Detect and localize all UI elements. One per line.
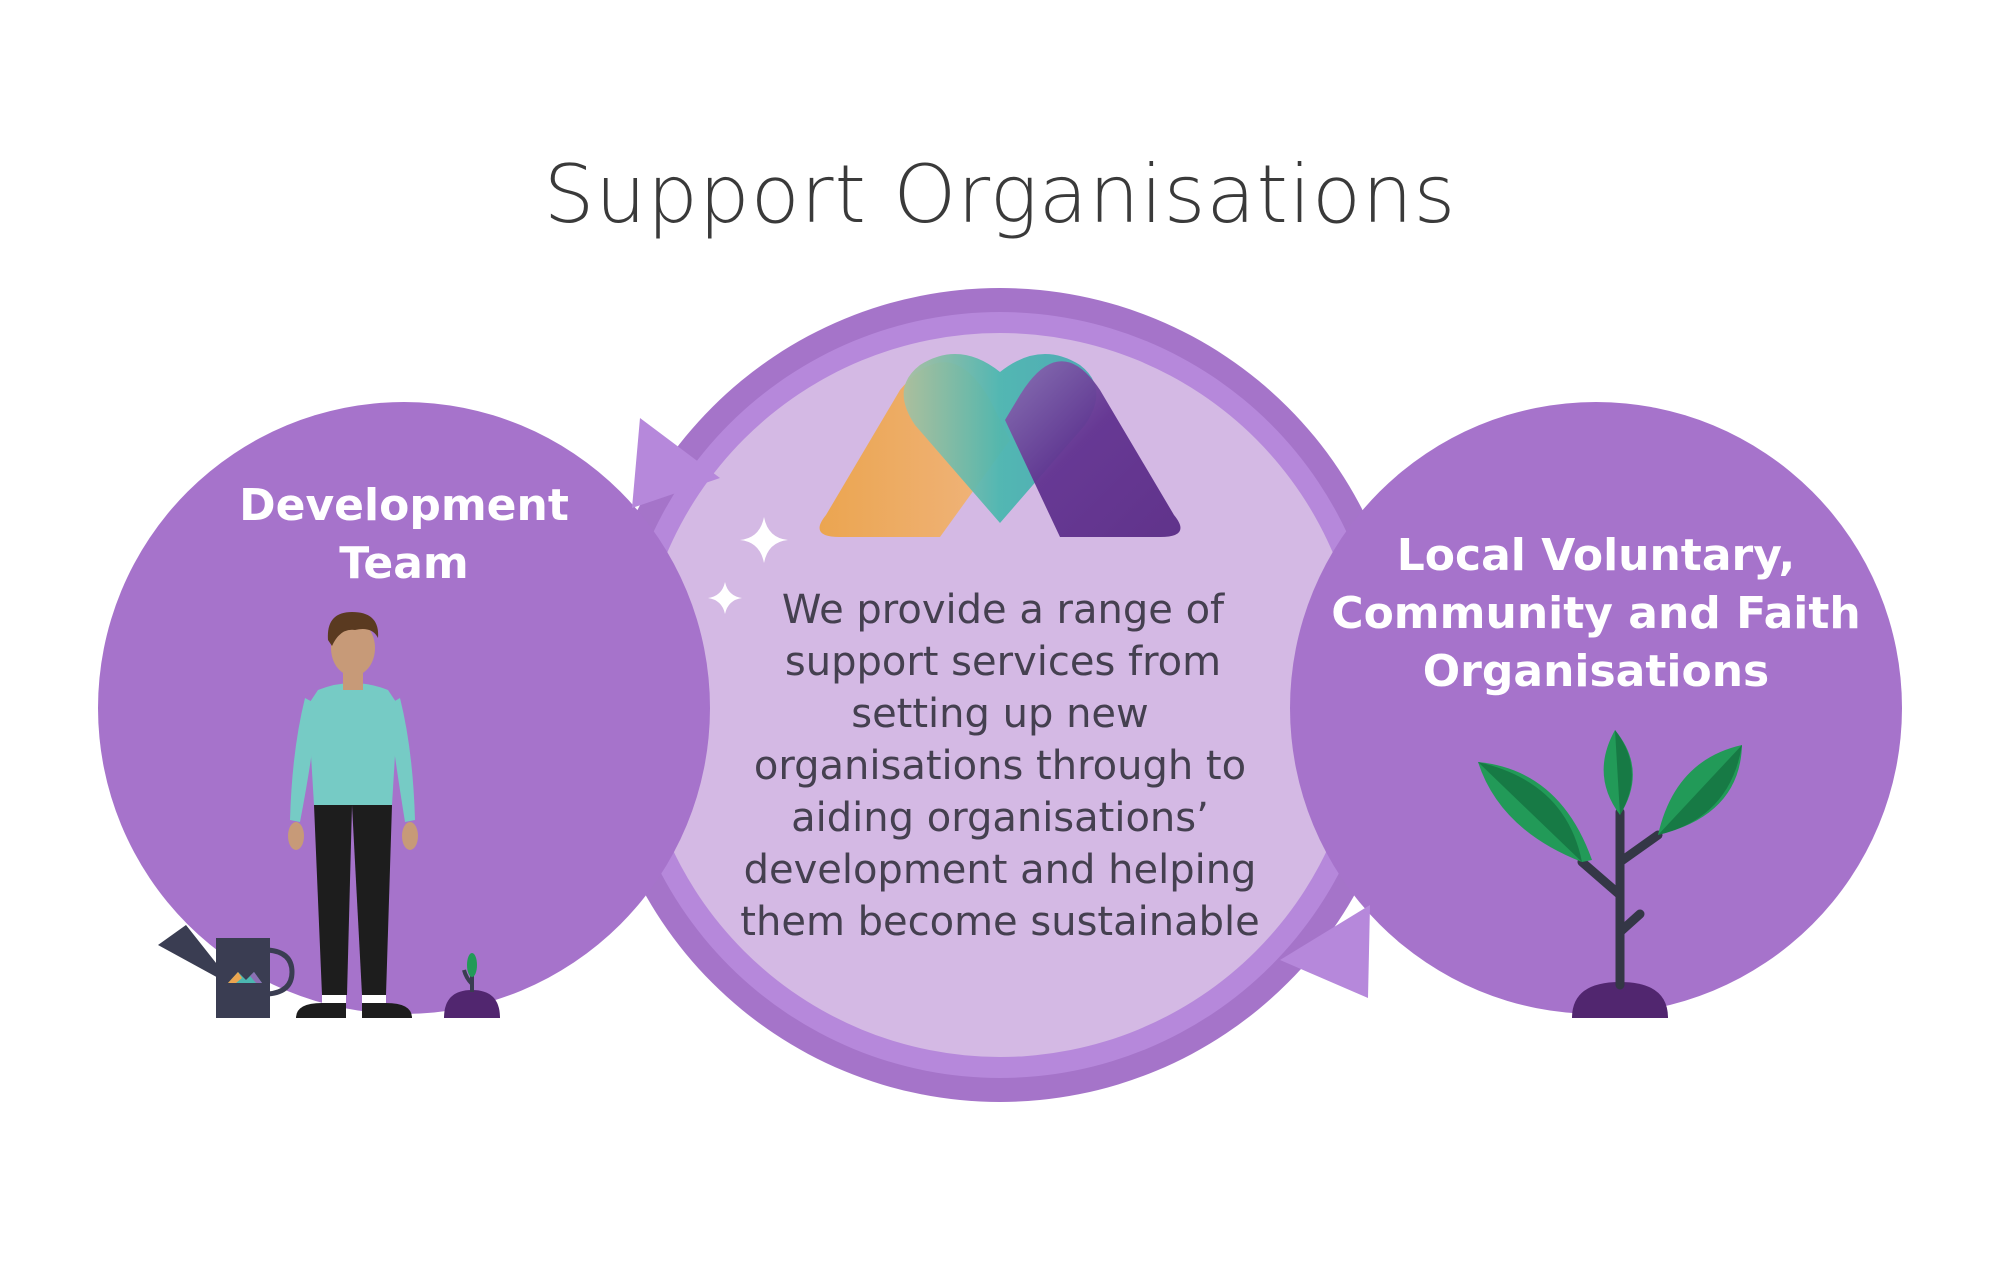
right-circle bbox=[1290, 402, 1902, 1014]
left-label-line: Development bbox=[239, 480, 569, 531]
center-text-line: support services from bbox=[785, 639, 1221, 685]
left-label-line: Team bbox=[339, 538, 469, 589]
right-label-line: Organisations bbox=[1423, 646, 1769, 697]
right-label-line: Community and Faith bbox=[1331, 588, 1860, 639]
center-description: We provide a range of support services f… bbox=[740, 587, 1259, 945]
center-text-line: development and helping bbox=[744, 847, 1257, 893]
center-text-line: aiding organisations’ bbox=[791, 795, 1209, 841]
diagram-title: Support Organisations bbox=[544, 148, 1457, 241]
center-text-line: organisations through to bbox=[754, 743, 1246, 789]
center-text-line: We provide a range of bbox=[782, 587, 1225, 633]
right-label-line: Local Voluntary, bbox=[1397, 530, 1795, 581]
center-text-line: setting up new bbox=[851, 691, 1149, 737]
center-text-line: them become sustainable bbox=[740, 899, 1259, 945]
